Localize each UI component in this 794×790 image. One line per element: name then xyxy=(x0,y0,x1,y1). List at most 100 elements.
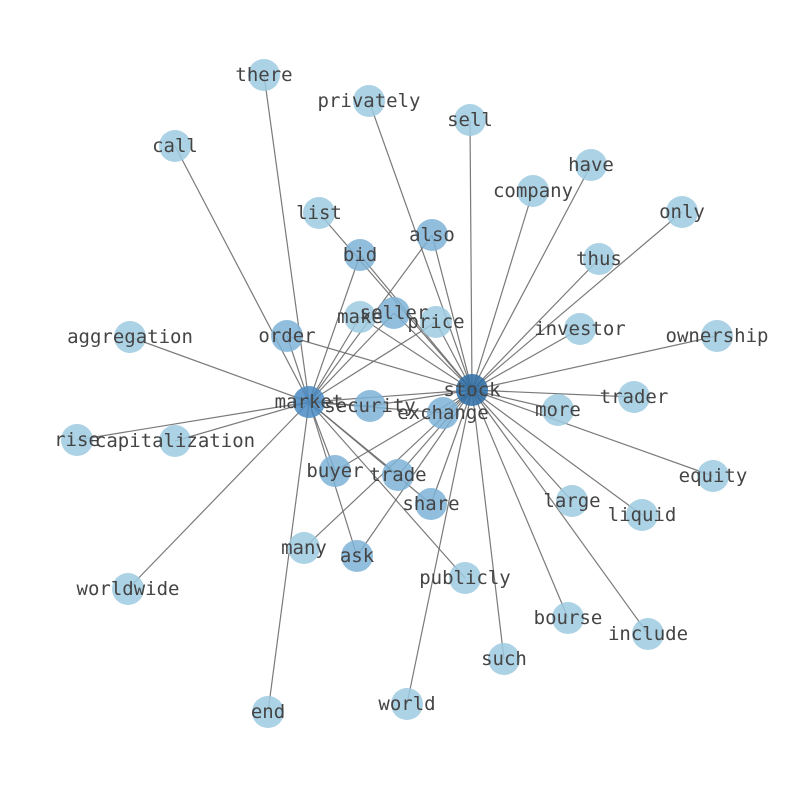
edge-stock-large xyxy=(471,389,573,502)
edge-market-call xyxy=(174,145,310,403)
node-more xyxy=(542,394,574,426)
node-stock xyxy=(456,374,488,406)
edge-stock-seller xyxy=(393,312,473,391)
node-many xyxy=(288,532,320,564)
node-trade xyxy=(382,459,414,491)
node-label-seller: seller xyxy=(360,302,429,324)
node-ownership xyxy=(701,320,733,352)
node-market xyxy=(293,386,325,418)
node-thus xyxy=(583,243,615,275)
node-label-only: only xyxy=(659,201,705,223)
node-security xyxy=(354,390,386,422)
node-label-rise: rise xyxy=(54,429,100,451)
node-label-thus: thus xyxy=(576,248,622,270)
edge-market-aggregation xyxy=(129,336,310,403)
node-label-market: market xyxy=(275,391,344,413)
edge-stock-company xyxy=(471,190,534,391)
node-seller xyxy=(378,297,410,329)
node-label-sell: sell xyxy=(447,109,493,131)
node-also xyxy=(416,219,448,251)
node-list xyxy=(303,197,335,229)
node-capitalization xyxy=(159,425,191,457)
node-label-buyer: buyer xyxy=(306,460,363,482)
node-share xyxy=(415,488,447,520)
edge-stock-bourse xyxy=(471,389,569,619)
edge-market-there xyxy=(263,74,310,403)
node-label-list: list xyxy=(296,202,342,224)
edge-market-bid xyxy=(308,254,361,403)
edge-stock-security xyxy=(369,389,473,407)
edge-stock-such xyxy=(471,389,505,660)
node-layer xyxy=(61,59,733,728)
node-label-ownership: ownership xyxy=(666,325,769,347)
node-label-trade: trade xyxy=(369,464,426,486)
edge-market-rise xyxy=(76,401,310,441)
edge-stock-sell xyxy=(469,119,473,391)
node-there xyxy=(248,59,280,91)
node-label-company: company xyxy=(493,180,573,202)
node-worldwide xyxy=(112,573,144,605)
node-equity xyxy=(697,460,729,492)
edge-market-seller xyxy=(308,312,395,403)
node-label-stock: stock xyxy=(443,379,501,401)
node-order xyxy=(271,320,303,352)
node-ask xyxy=(341,540,373,572)
node-label-such: such xyxy=(481,648,527,670)
edge-stock-only xyxy=(471,211,683,391)
node-label-order: order xyxy=(258,325,315,347)
edge-stock-have xyxy=(471,164,592,391)
node-label-security: security xyxy=(324,395,416,417)
node-label-ask: ask xyxy=(340,545,375,567)
node-company xyxy=(517,175,549,207)
node-label-publicly: publicly xyxy=(419,567,511,589)
node-aggregation xyxy=(114,321,146,353)
node-bid xyxy=(344,239,376,271)
node-investor xyxy=(564,313,596,345)
node-label-bourse: bourse xyxy=(534,607,603,629)
node-end xyxy=(252,696,284,728)
node-label-end: end xyxy=(251,701,285,723)
node-call xyxy=(159,130,191,162)
node-label-large: large xyxy=(543,490,600,512)
node-trader xyxy=(618,381,650,413)
node-exchange xyxy=(427,397,459,429)
node-rise xyxy=(61,424,93,456)
node-include xyxy=(632,618,664,650)
node-label-liquid: liquid xyxy=(608,504,677,526)
node-label-share: share xyxy=(402,493,459,515)
edge-stock-also xyxy=(431,234,473,391)
node-label-world: world xyxy=(378,693,435,715)
node-label-trader: trader xyxy=(600,386,669,408)
edge-market-worldwide xyxy=(127,401,310,590)
node-label-bid: bid xyxy=(343,244,377,266)
node-privately xyxy=(353,85,385,117)
node-label-aggregation: aggregation xyxy=(67,326,193,348)
node-label-exchange: exchange xyxy=(397,402,489,424)
node-label-call: call xyxy=(152,135,198,157)
node-make xyxy=(344,301,376,333)
node-label-include: include xyxy=(608,623,688,645)
node-label-capitalization: capitalization xyxy=(95,430,255,452)
node-large xyxy=(556,485,588,517)
node-buyer xyxy=(319,455,351,487)
edge-stock-liquid xyxy=(471,389,643,516)
node-publicly xyxy=(449,562,481,594)
node-price xyxy=(420,306,452,338)
node-label-many: many xyxy=(281,537,327,559)
edge-stock-trader xyxy=(471,389,635,398)
edge-stock-share xyxy=(430,389,473,505)
edge-market-price xyxy=(308,321,437,403)
node-label-make: make xyxy=(337,306,383,328)
edge-stock-order xyxy=(286,335,473,391)
node-label-more: more xyxy=(535,399,581,421)
edge-stock-trade xyxy=(397,389,473,476)
edge-market-end xyxy=(267,401,310,713)
node-label-investor: investor xyxy=(534,318,626,340)
node-label-privately: privately xyxy=(318,90,421,112)
node-sell xyxy=(454,104,486,136)
edge-market-share xyxy=(308,401,432,505)
edge-stock-thus xyxy=(471,258,600,391)
node-have xyxy=(575,149,607,181)
